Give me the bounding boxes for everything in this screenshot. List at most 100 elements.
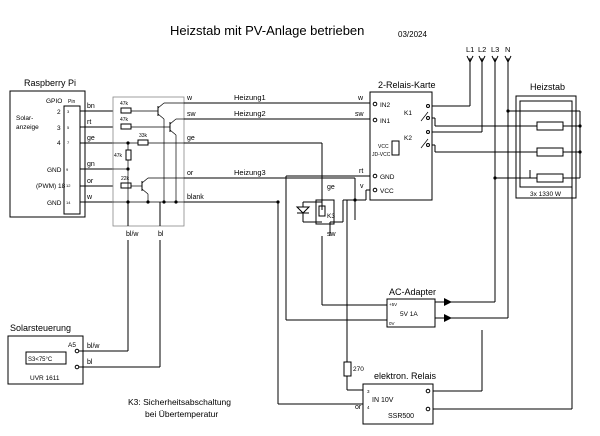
solar-label-2: anzeige <box>16 124 39 131</box>
wire-label-w: w <box>86 194 93 201</box>
svg-text:22k: 22k <box>121 176 130 182</box>
solar-condition: S3<75°C <box>28 357 53 363</box>
wire-label-bn: bn <box>87 103 95 110</box>
heizung2-label: Heizung2 <box>234 109 266 118</box>
resistor-270: 270 <box>343 200 364 391</box>
cable-label-blw: bl/w <box>126 231 139 238</box>
svg-text:47k: 47k <box>120 117 129 123</box>
svg-text:9: 9 <box>66 167 69 172</box>
heizung3-label: Heizung3 <box>234 168 266 177</box>
wire-label-sw-mid: sw <box>187 111 197 118</box>
svg-text:IN2: IN2 <box>380 102 391 109</box>
raspberry-pi-block: Raspberry Pi GPIO Pin Solar- anzeige 2 3… <box>9 78 86 218</box>
rpi-wires: bn rt ge gn or w <box>80 103 113 203</box>
resistor-33k <box>137 139 149 146</box>
gpio-pin-3: 3 <box>57 125 61 132</box>
gpio-label: GPIO <box>46 98 62 105</box>
svg-text:sw: sw <box>327 231 337 238</box>
k3-note-1: K3: Sicherheitsabschaltung <box>128 397 231 407</box>
svg-text:rt: rt <box>359 168 363 175</box>
svg-text:4: 4 <box>367 405 370 410</box>
gpio-pin-gnd-2: GND <box>47 200 62 207</box>
phase-lines: L1 L2 L3 N <box>432 45 530 318</box>
svg-text:5V 1A: 5V 1A <box>400 311 418 318</box>
middle-wires: w sw ge or blank Heizung1 Heizung2 Heizu… <box>184 93 370 405</box>
k3-note-2: bei Übertemperatur <box>145 409 218 419</box>
pin-label: Pin <box>68 99 75 105</box>
wire-label-ge-mid: ge <box>187 135 195 142</box>
gpio-pin-4: 4 <box>57 140 61 147</box>
svg-text:7: 7 <box>67 140 70 145</box>
svg-text:JD-VCC: JD-VCC <box>372 152 391 158</box>
svg-text:bl/w: bl/w <box>87 343 100 350</box>
resistor-47k-3 <box>125 149 132 161</box>
raspberry-title: Raspberry Pi <box>24 78 76 88</box>
solar-control-block: Solarsteuerung A5 S3<75°C UVR 1611 bl/w … <box>7 240 161 385</box>
svg-text:VCC: VCC <box>380 188 394 195</box>
transistor-board: 47k 47k 33k 47k 22k <box>112 96 185 227</box>
svg-text:v: v <box>360 183 364 190</box>
phase-l1: L1 <box>466 45 474 54</box>
relay-card: 2-Relais-Karte w sw IN2 IN1 K1 K2 VCC JD… <box>355 80 436 201</box>
ac-adapter: AC-Adapter +5V 5V 1A 0V <box>386 287 508 328</box>
resistor-47k-1 <box>120 107 132 114</box>
svg-text:5: 5 <box>67 125 70 130</box>
svg-text:47k: 47k <box>114 153 123 159</box>
svg-text:K2: K2 <box>404 135 412 142</box>
svg-text:IN 10V: IN 10V <box>372 397 394 404</box>
resistor-22k <box>120 182 132 189</box>
wire-label-rt: rt <box>87 119 91 126</box>
heizstab-title: Heizstab <box>530 82 565 92</box>
wire-label-or-mid: or <box>187 170 194 177</box>
k3-label: K3 <box>327 213 335 220</box>
svg-text:+5V: +5V <box>389 302 397 307</box>
svg-text:47k: 47k <box>120 101 129 107</box>
gpio-pin-gnd-1: GND <box>47 167 62 174</box>
relay-card-title: 2-Relais-Karte <box>378 80 436 90</box>
svg-text:K1: K1 <box>404 110 412 117</box>
solid-state-relay: elektron. Relais 3 4 IN 10V SSR500 or <box>355 185 573 425</box>
solar-label-1: Solar- <box>16 115 33 122</box>
svg-text:0V: 0V <box>389 321 395 326</box>
svg-text:3: 3 <box>367 389 370 394</box>
gpio-pin-2: 2 <box>57 109 61 116</box>
wire-label-gn: gn <box>87 161 95 168</box>
heizung1-label: Heizung1 <box>234 93 266 102</box>
svg-text:VCC: VCC <box>378 144 389 150</box>
svg-text:SSR500: SSR500 <box>388 413 414 420</box>
svg-text:33k: 33k <box>139 133 148 139</box>
svg-text:GND: GND <box>380 174 395 181</box>
heizstab-power: 3x 1330 W <box>530 191 562 198</box>
svg-text:14: 14 <box>66 200 71 205</box>
phase-l2: L2 <box>478 45 486 54</box>
svg-text:270: 270 <box>353 366 364 373</box>
wire-label-or: or <box>87 178 94 185</box>
phase-l3: L3 <box>491 45 499 54</box>
svg-text:w: w <box>357 95 364 102</box>
svg-text:IN1: IN1 <box>380 118 391 125</box>
resistor-47k-2 <box>120 123 132 130</box>
gpio-pin-pwm: (PWM) 18 <box>36 183 66 190</box>
svg-text:sw: sw <box>355 111 365 118</box>
svg-text:A5: A5 <box>68 342 76 349</box>
svg-text:UVR 1611: UVR 1611 <box>30 375 60 382</box>
diagram-title: Heizstab mit PV-Anlage betrieben <box>170 23 364 38</box>
svg-text:bl: bl <box>87 359 93 366</box>
heizstab-block: Heizstab 3x 1330 W <box>495 82 582 199</box>
svg-text:12: 12 <box>66 183 71 188</box>
wire-label-w-mid: w <box>186 95 193 102</box>
relay-supply-wires: rt v <box>285 168 387 321</box>
ssr-title: elektron. Relais <box>374 371 437 381</box>
svg-text:or: or <box>355 404 362 411</box>
solar-control-title: Solarsteuerung <box>10 323 71 333</box>
svg-text:3: 3 <box>67 109 70 114</box>
wire-label-ge: ge <box>87 135 95 142</box>
k3-relay: ge K3 sw <box>295 184 387 306</box>
diagram-date: 03/2024 <box>398 30 427 39</box>
ac-adapter-title: AC-Adapter <box>389 287 436 297</box>
wire-label-blank: blank <box>187 194 204 201</box>
svg-text:ge: ge <box>327 184 335 191</box>
phase-n: N <box>505 45 510 54</box>
cable-label-bl: bl <box>158 231 164 238</box>
